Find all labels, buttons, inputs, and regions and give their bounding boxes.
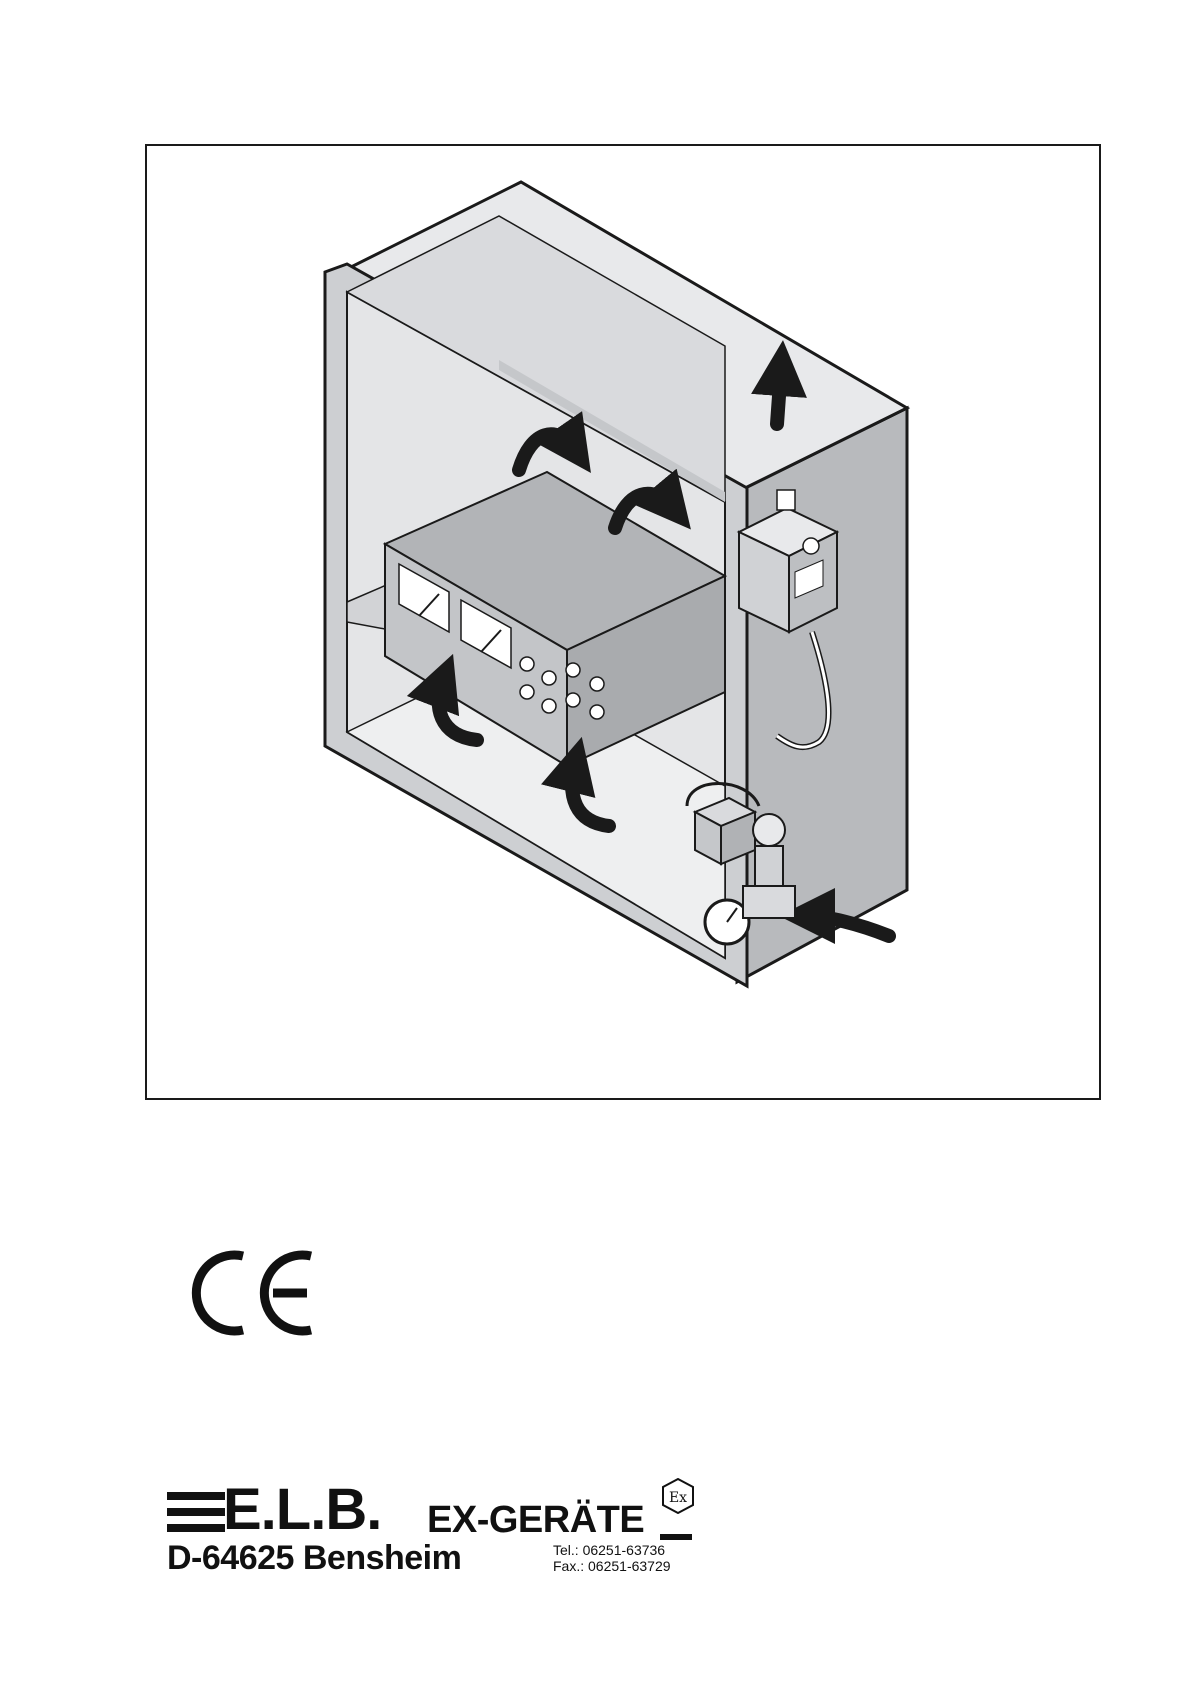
logo-contact: Tel.: 06251-63736 Fax.: 06251-63729 [553,1542,671,1574]
logo-bars-icon [167,1492,227,1532]
ce-mark-icon [185,1248,317,1338]
logo-product: EX-GERÄTE [427,1500,644,1540]
purged-enclosure-illustration [147,146,1099,1098]
logo-underline [660,1534,692,1540]
manufacturer-logo: E.L.B. EX-GERÄTE Ex D-64625 Bensheim Tel… [165,1478,725,1578]
figure-frame [145,144,1101,1100]
logo-address: D-64625 Bensheim [167,1540,461,1576]
svg-text:Ex: Ex [669,1490,687,1506]
ex-hexagon-icon: Ex [660,1478,696,1514]
logo-phone: Tel.: 06251-63736 [553,1542,671,1558]
logo-fax: Fax.: 06251-63729 [553,1558,671,1574]
logo-brand: E.L.B. [223,1480,381,1540]
